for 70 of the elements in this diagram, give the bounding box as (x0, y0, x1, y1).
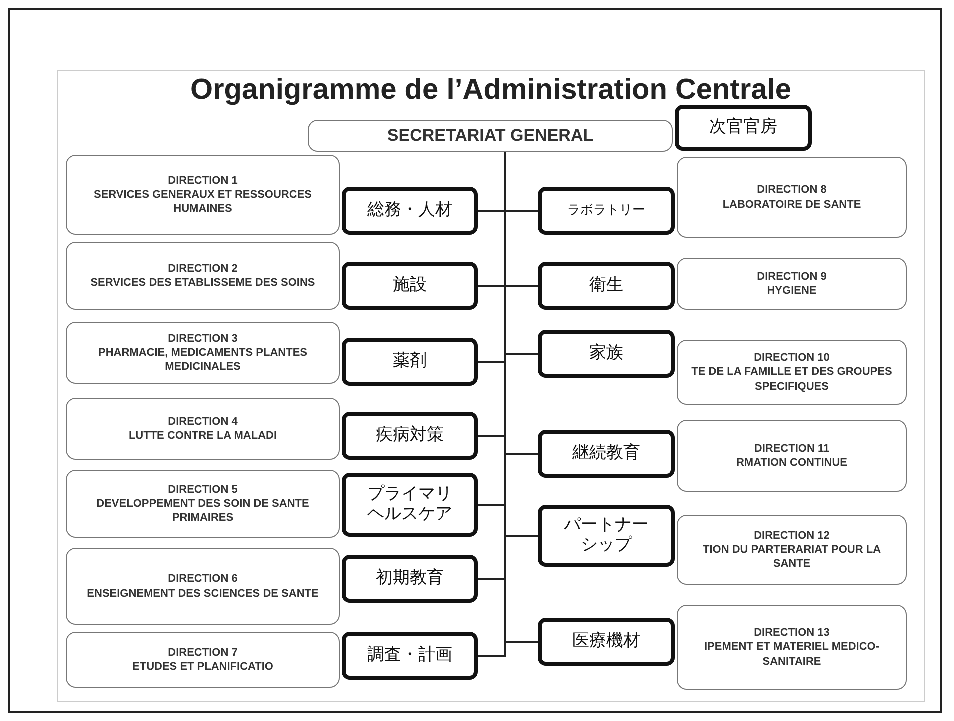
department-box (66, 242, 340, 310)
label-box (342, 473, 478, 537)
label-box (538, 187, 675, 235)
japanese-label: 薬剤 (393, 352, 427, 372)
label-box (342, 412, 478, 460)
japanese-label: 施設 (393, 276, 427, 296)
department-box (677, 258, 907, 310)
box-text: IPEMENT ET MATERIEL MEDICO-SANITAIRE (704, 640, 880, 669)
label-box (538, 330, 675, 378)
department-box (66, 548, 340, 625)
org-head-box (308, 120, 673, 152)
box-heading: DIRECTION 8 (757, 183, 827, 198)
box-text: ENSEIGNEMENT DES SCIENCES DE SANTE (87, 586, 319, 601)
box-heading: DIRECTION 6 (168, 572, 238, 586)
box-heading: DIRECTION 12 (754, 528, 830, 543)
japanese-label: 衛生 (590, 276, 624, 296)
label-box (538, 618, 675, 666)
box-heading: DIRECTION 13 (754, 626, 830, 640)
label-box (538, 505, 675, 567)
japanese-label: 家族 (590, 344, 624, 364)
box-text: SERVICES GENERAUX ET RESSOURCES HUMAINES (92, 188, 313, 216)
label-box (538, 430, 675, 478)
department-box (66, 155, 340, 235)
label-box (342, 632, 478, 680)
box-heading: DIRECTION 1 (168, 174, 238, 188)
box-text: RMATION CONTINUE (736, 456, 848, 470)
box-heading: DIRECTION 9 (757, 270, 827, 284)
box-heading: DIRECTION 4 (168, 414, 238, 429)
japanese-label: ラボラトリー (568, 204, 646, 218)
department-box (677, 157, 907, 238)
chart-title: Organigramme de l’Administration Centrale (189, 74, 793, 107)
department-box (66, 470, 340, 538)
japanese-label: 調査・計画 (368, 646, 452, 666)
box-text: LABORATOIRE DE SANTE (722, 198, 862, 212)
box-heading: DIRECTION 3 (168, 332, 238, 346)
box-heading: DIRECTION 5 (168, 482, 238, 497)
box-text: HYGIENE (767, 284, 817, 298)
box-text: PHARMACIE, MEDICAMENTS PLANTES MEDICINALES (97, 346, 308, 374)
box-heading: DIRECTION 7 (168, 646, 238, 660)
department-box (677, 515, 907, 585)
japanese-label: プライマリヘルスケア (366, 485, 454, 525)
box-text: LUTTE CONTRE LA MALADI (128, 429, 278, 444)
department-box (677, 420, 907, 492)
box-heading: SECRETARIAT GENERAL (387, 126, 594, 146)
box-heading: DIRECTION 10 (754, 351, 830, 366)
japanese-label: 医療機材 (572, 632, 640, 652)
box-heading: DIRECTION 2 (168, 262, 238, 276)
box-text: TION DU PARTERARIAT POUR LA SANTE (702, 542, 882, 572)
department-box (66, 322, 340, 384)
department-box (677, 340, 907, 405)
japanese-label: 継続教育 (572, 444, 640, 464)
department-box (66, 632, 340, 688)
label-box (538, 262, 675, 310)
label-box (342, 338, 478, 386)
japanese-label: パートナーシップ (563, 516, 650, 556)
box-text: SERVICES DES ETABLISSEME DES SOINS (90, 276, 316, 290)
box-text: DEVELOPPEMENT DES SOIN DE SANTE PRIMAIRES (96, 496, 310, 526)
box-text: ETUDES ET PLANIFICATIO (132, 660, 274, 674)
box-text: TE DE LA FAMILLE ET DES GROUPES SPECIFIQUES (690, 365, 894, 394)
japanese-label: 初期教育 (376, 569, 444, 589)
japanese-label: 次官官房 (710, 118, 778, 138)
label-box (342, 187, 478, 235)
department-box (66, 398, 340, 460)
department-box (677, 605, 907, 690)
japanese-label: 疾病対策 (376, 426, 444, 446)
label-box (342, 262, 478, 310)
label-box (675, 105, 812, 151)
label-box (342, 555, 478, 603)
japanese-label: 総務・人材 (368, 201, 452, 221)
box-heading: DIRECTION 11 (754, 442, 830, 456)
